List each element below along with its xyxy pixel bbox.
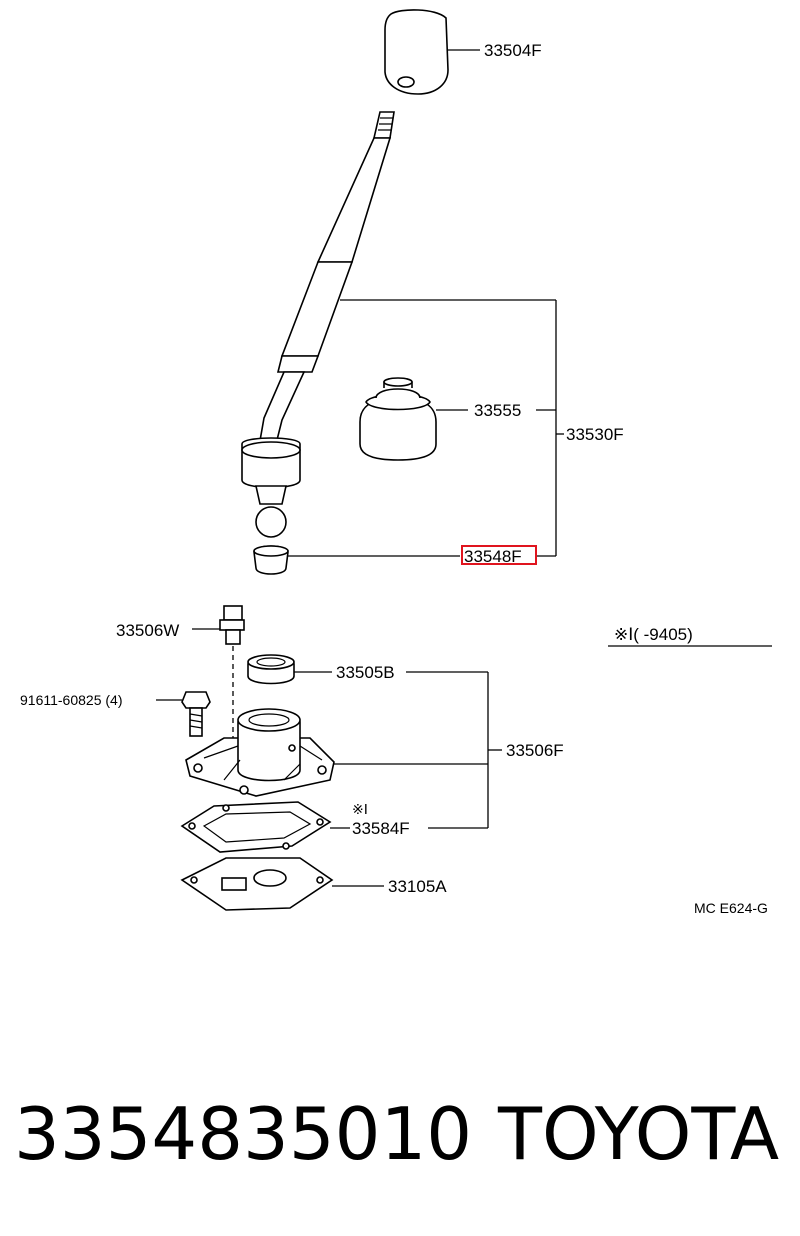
label-33548f-highlighted[interactable]: 33548F — [464, 547, 522, 566]
label-33504f: 33504F — [484, 41, 542, 60]
label-33506f: 33506F — [506, 741, 564, 760]
seat-33505b-drawing — [247, 654, 332, 685]
note-mark: ※Ⅰ — [352, 801, 368, 817]
bushing-drawing — [253, 545, 460, 575]
gasket-33584f-drawing — [180, 801, 488, 853]
housing-33506f-drawing — [185, 708, 488, 797]
label-33506w: 33506W — [116, 621, 179, 640]
footer-brand: TOYOTA — [498, 1092, 780, 1176]
footer-part-number: 3354835010 — [14, 1092, 473, 1176]
label-33555: 33555 — [474, 401, 521, 420]
plate-33105a-drawing — [180, 857, 384, 911]
exploded-parts-diagram: 33504F 33555 33530F 33548F ※Ⅰ( -9405) 33… — [20, 9, 772, 916]
label-33505b: 33505B — [336, 663, 395, 682]
highlight-box — [461, 545, 537, 565]
label-33105a: 33105A — [388, 877, 447, 896]
bolt-91611-drawing — [156, 691, 211, 737]
assembly-bracket-33506f — [406, 671, 502, 828]
note-range-text: ※Ⅰ( -9405) — [614, 625, 693, 644]
shift-knob-drawing — [384, 9, 480, 95]
shift-lever-drawing — [241, 111, 556, 538]
label-91611-60825: 91611-60825 (4) — [20, 692, 122, 708]
shift-boot-drawing — [359, 377, 468, 461]
assembly-bracket-33530f — [536, 300, 564, 557]
bolt-33506w-drawing — [192, 605, 245, 760]
diagram-reference-code: MC E624-G — [694, 900, 768, 916]
label-33530f: 33530F — [566, 425, 624, 444]
label-33584f: 33584F — [352, 819, 410, 838]
